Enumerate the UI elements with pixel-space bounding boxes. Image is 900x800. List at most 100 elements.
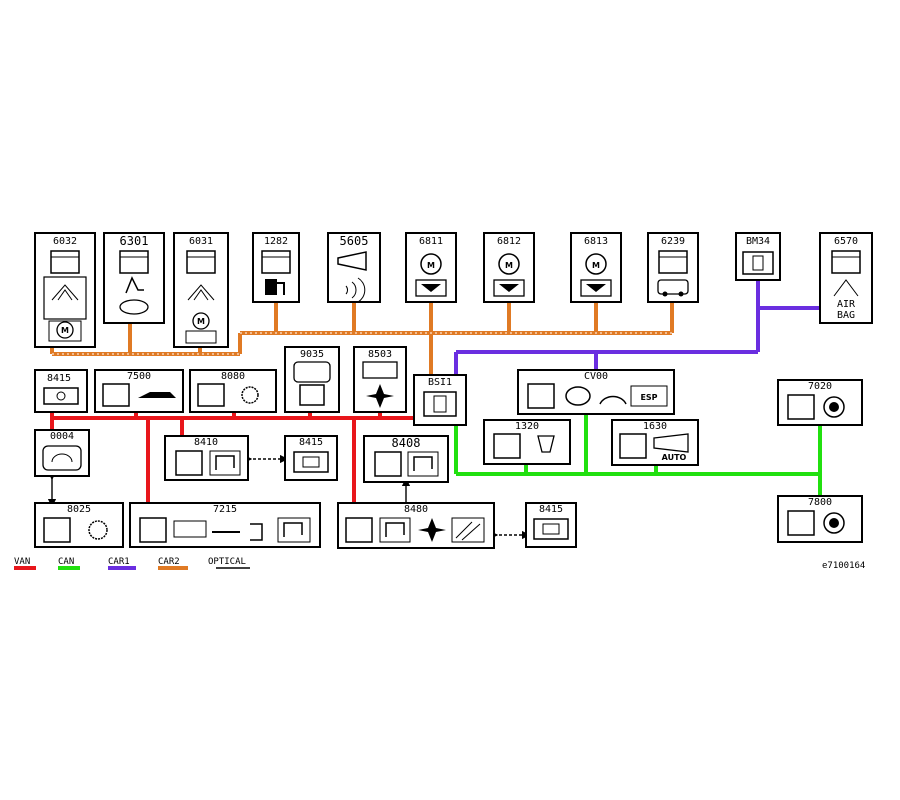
abs-icon (823, 512, 845, 534)
module-6031-label: 6031 (189, 236, 213, 247)
ecu-icon (527, 383, 555, 409)
module-1630-label: 1630 (643, 421, 667, 432)
motor-icon (192, 312, 210, 330)
module-bsi1: BSI1 (413, 374, 467, 426)
can-bus (454, 414, 822, 496)
music-icon (407, 451, 439, 477)
module-6301-label: 6301 (120, 234, 149, 248)
module-1282-label: 1282 (264, 236, 288, 247)
module-7020-label: 7020 (808, 381, 832, 392)
climate-icon (88, 520, 108, 540)
module-bm34-label: BM34 (746, 236, 770, 247)
svg-text:AUTO: AUTO (662, 453, 687, 462)
module-1320-label: 1320 (515, 421, 539, 432)
module-7215-label: 7215 (213, 504, 237, 515)
module-8025-label: 8025 (67, 504, 91, 515)
module-8415-left: 8415 (34, 369, 88, 413)
svg-text:M: M (427, 261, 435, 270)
airbag-text-air: AIR (837, 299, 856, 310)
module-1282: 1282 (252, 232, 300, 303)
compass-icon (366, 384, 394, 408)
music-icon (277, 517, 311, 543)
legend-optical-label: OPTICAL (208, 557, 246, 567)
module-6570: 6570 AIR BAG (819, 232, 873, 324)
display-icon (293, 361, 331, 383)
svg-text:M: M (197, 317, 205, 326)
ecu-icon (658, 250, 688, 274)
siren-icon (345, 277, 366, 303)
module-8480: 8480 (337, 502, 495, 549)
module-7215: 7215 (129, 502, 321, 548)
ecu-icon (102, 383, 130, 407)
car-wiper-icon (657, 279, 689, 295)
fuse-box-icon (742, 251, 774, 275)
fuse-box-icon (345, 517, 373, 543)
legend-can-label: CAN (58, 557, 74, 567)
module-7800-label: 7800 (808, 497, 832, 508)
module-6239-label: 6239 (661, 236, 685, 247)
horn-icon (337, 251, 367, 271)
car-icon (138, 392, 176, 398)
climate-icon (241, 386, 259, 404)
ecu-icon (831, 250, 861, 274)
module-6239: 6239 (647, 232, 699, 303)
module-6812-label: 6812 (497, 236, 521, 247)
module-cv00: CV00 ESP (517, 369, 675, 415)
cd-player-icon (43, 387, 79, 405)
injector-icon (537, 435, 555, 453)
module-6813: 6813 M (570, 232, 622, 303)
ecu-icon (261, 250, 291, 274)
legend-van-swatch (14, 566, 36, 570)
navigation-map-icon (451, 517, 485, 543)
keypad-icon (362, 361, 398, 379)
antenna-array-icon (43, 276, 87, 320)
module-8408-label: 8408 (392, 436, 421, 450)
music-icon (209, 450, 241, 476)
ecu-icon (139, 517, 167, 543)
module-7800: 7800 (777, 495, 863, 543)
steering-wheel-icon (565, 386, 591, 406)
ecu-icon (197, 383, 225, 407)
module-8415-right: 8415 (525, 502, 577, 548)
module-5605: 5605 (327, 232, 381, 303)
module-5605-label: 5605 (340, 234, 369, 248)
module-8503-label: 8503 (368, 349, 392, 360)
module-8408: 8408 (363, 435, 449, 483)
figure-reference: e7100164 (822, 561, 865, 571)
ecu-icon (493, 433, 521, 459)
ecu-icon (787, 510, 815, 536)
module-6301: 6301 (103, 232, 165, 324)
seat-icon (125, 276, 144, 294)
ecu-icon (175, 450, 203, 476)
motor-icon (56, 321, 74, 339)
car2-bus-texture (52, 332, 672, 355)
module-bsi1-label: BSI1 (428, 377, 452, 388)
svg-text:M: M (505, 261, 513, 270)
legend-van-label: VAN (14, 557, 30, 567)
cd-player-icon (533, 518, 569, 540)
airbag-icon (833, 279, 859, 297)
module-6032-label: 6032 (53, 236, 77, 247)
car1-bus (454, 280, 820, 375)
module-8415-right-label: 8415 (539, 504, 563, 515)
mirror-icon (415, 279, 447, 297)
module-1630: 1630 AUTO (611, 419, 699, 466)
ecu-icon (186, 250, 216, 274)
module-8080: 8080 (189, 369, 277, 413)
module-8415-left-label: 8415 (47, 373, 71, 384)
ecu-icon (119, 250, 149, 274)
mirror-icon (580, 279, 612, 297)
module-8415-middle-label: 8415 (299, 437, 323, 448)
module-0004: 0004 (34, 429, 90, 477)
ecu-icon (619, 433, 647, 459)
legend-car1-swatch (108, 566, 136, 570)
module-7020: 7020 (777, 379, 863, 426)
motor-icon (420, 253, 442, 275)
instrument-cluster-icon (42, 445, 82, 471)
ecu-icon (50, 250, 80, 274)
motor-icon (585, 253, 607, 275)
module-6570-label: 6570 (834, 236, 858, 247)
module-6813-label: 6813 (584, 236, 608, 247)
